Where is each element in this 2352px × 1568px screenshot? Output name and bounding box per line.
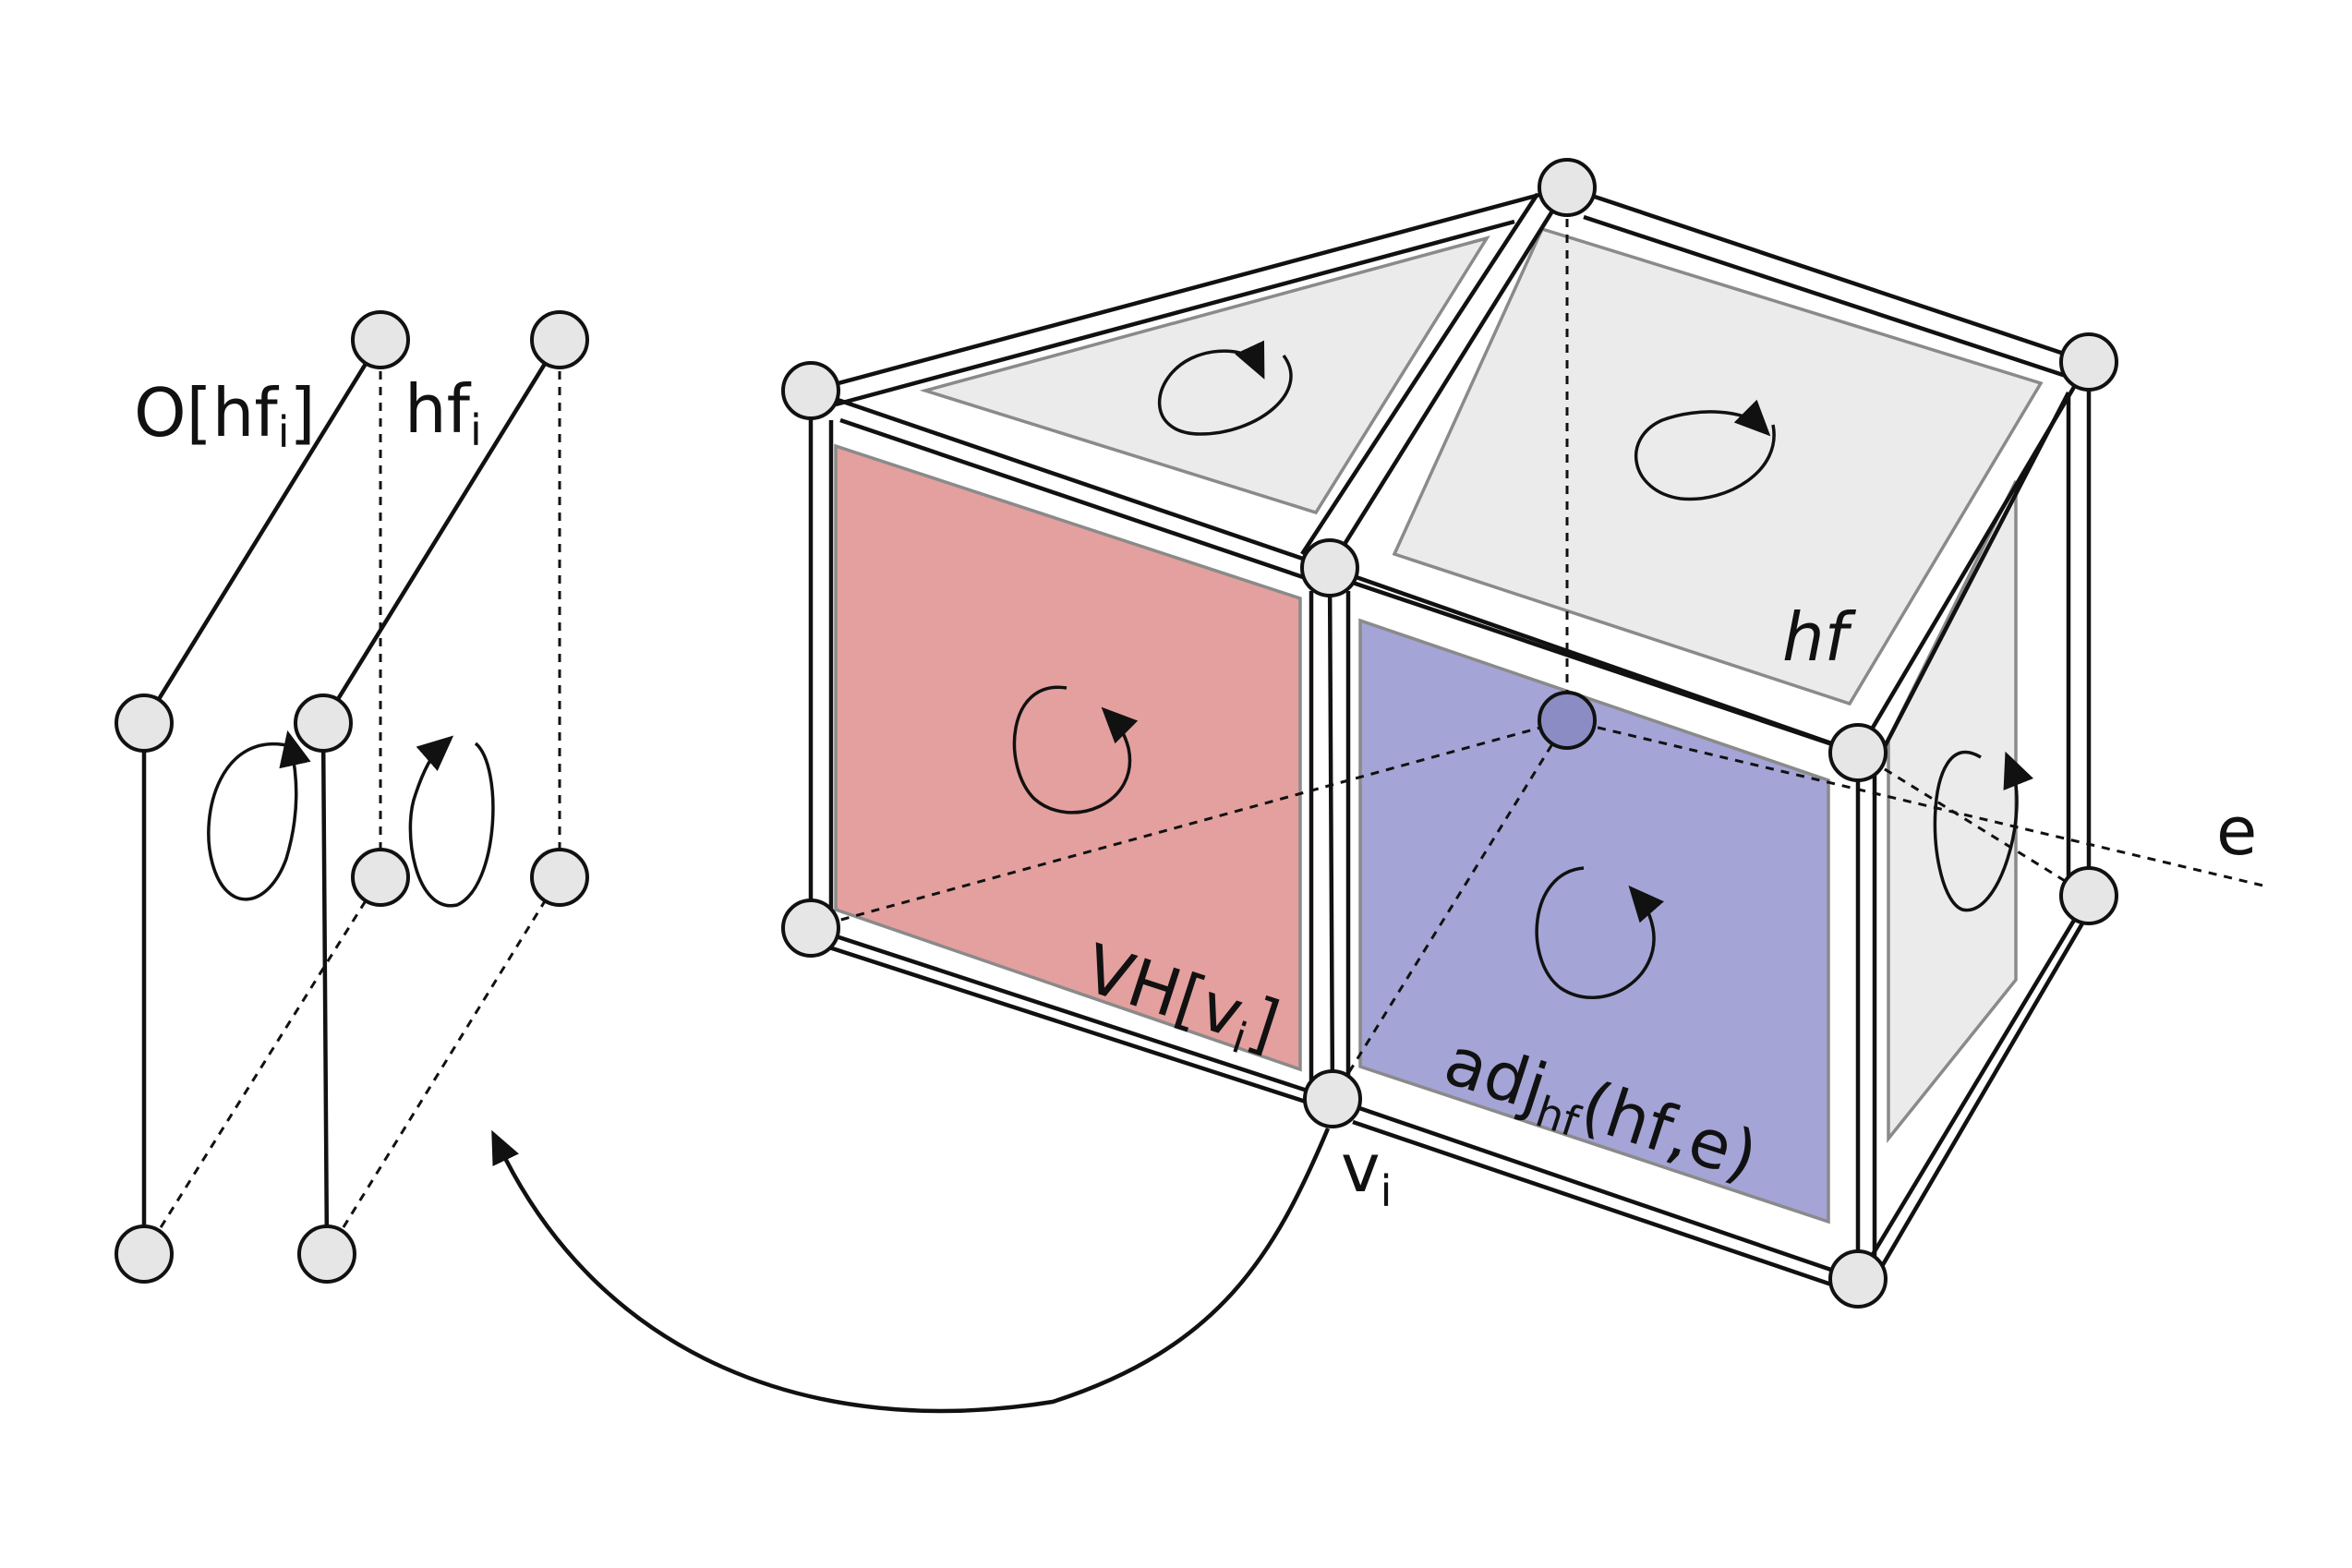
vertex-node <box>351 310 410 369</box>
top-right-face <box>1392 226 2044 706</box>
rotation-arrow-icon <box>408 735 495 908</box>
vertex-node <box>2059 332 2118 392</box>
rotation-arrow-icon <box>207 730 311 901</box>
vertex-node <box>1828 723 1888 782</box>
rotation-arrow-icon <box>1634 399 1776 501</box>
vertex-node <box>115 694 174 753</box>
halfface-pair-group: O[hfi] hfi <box>115 310 589 1284</box>
vertex-node <box>530 848 589 907</box>
halfface-i-label: hfi <box>404 370 482 455</box>
vertex-vi-node <box>1303 1069 1362 1128</box>
vertex-node <box>530 310 589 369</box>
vertex-node <box>781 361 840 420</box>
rotation-arrow-icon <box>1933 750 2034 912</box>
vertex-node <box>1538 158 1597 217</box>
opposite-halfface-label: O[hfi] <box>134 374 316 457</box>
rotation-arrow-icon <box>1012 685 1139 814</box>
vertex-node <box>1828 1249 1888 1309</box>
vertex-node <box>297 1224 356 1284</box>
adjacent-halfface-face <box>1358 618 1830 1224</box>
hidden-vertex-node <box>1538 691 1597 750</box>
hidden-edge <box>1857 751 2090 898</box>
edge-e-line <box>1566 718 2268 888</box>
vertex-halfface-face <box>834 443 1302 1072</box>
vertex-node <box>351 848 410 907</box>
hidden-edge <box>1331 719 1569 1100</box>
vertex-node <box>2059 866 2118 925</box>
hidden-edge <box>810 718 1568 930</box>
prism-edges <box>808 185 2092 1291</box>
edge-e-label: e <box>2216 792 2257 870</box>
halfface-i <box>320 338 561 1255</box>
vertex-node <box>115 1224 174 1284</box>
top-left-face <box>919 235 1490 515</box>
vertex-vi-label: vi <box>1341 1129 1392 1216</box>
rotation-arrow-icon <box>1535 866 1664 999</box>
vertex-node <box>294 694 353 753</box>
vertex-node <box>781 899 840 958</box>
prism-mesh: hf VH[vi] adjhf(hf,e) vi e <box>781 158 2268 1309</box>
rotation-arrow-icon <box>1157 340 1293 436</box>
mapping-arrow-icon <box>491 1128 1331 1414</box>
vertex-node <box>1300 538 1359 597</box>
opposite-halfface <box>141 338 382 1255</box>
halfface-label: hf <box>1782 598 1857 676</box>
